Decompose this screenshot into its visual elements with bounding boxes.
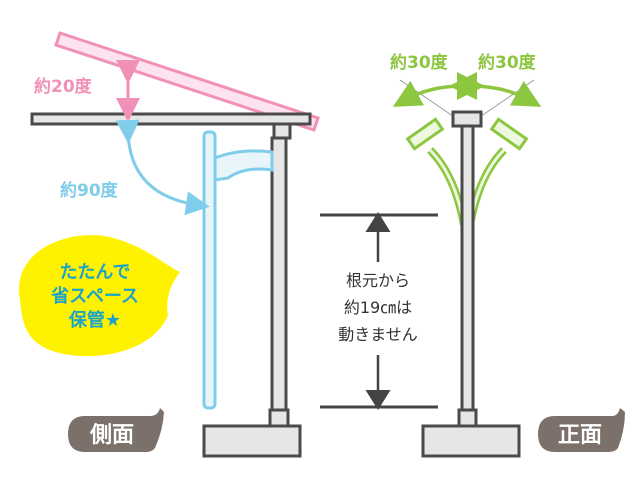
tilted-arm-pink	[54, 31, 320, 132]
front-angle-arrow-left	[392, 71, 478, 107]
front-view-label: 正面	[558, 423, 602, 448]
front-base	[421, 424, 521, 458]
front-view-badge: 正面	[538, 408, 625, 452]
measurement: 根元から 約19㎝は 動きません	[320, 212, 438, 410]
folded-arm-blue	[202, 130, 217, 410]
side-view-badge: 側面	[68, 408, 164, 452]
fold-angle-arrow	[115, 119, 210, 216]
green-head-left	[405, 117, 445, 151]
left-angle-label: 約30度	[390, 52, 449, 73]
callout-line1: たたんで	[59, 262, 130, 283]
callout-bubble: たたんで 省スペース 保管★	[19, 235, 180, 357]
tilt-angle-label: 約20度	[34, 76, 93, 97]
arm-joint	[272, 122, 292, 140]
callout-line2: 省スペース	[50, 285, 139, 307]
note-line1: 根元から	[346, 271, 410, 290]
side-view-lamp: 約20度 約90度	[30, 31, 320, 458]
green-head-right	[489, 117, 529, 151]
note-line2: 約19㎝は	[344, 298, 412, 317]
horizontal-arm	[30, 112, 312, 126]
folded-arm-connector	[213, 149, 274, 182]
side-view-label: 側面	[89, 423, 134, 448]
front-cap	[451, 110, 483, 128]
front-post	[460, 124, 475, 418]
fold-angle-label: 約90度	[60, 180, 119, 201]
right-angle-label: 約30度	[478, 52, 537, 73]
note-line3: 動きません	[338, 325, 418, 344]
green-arm-right	[466, 147, 507, 226]
front-view-lamp: 約30度 約30度	[390, 52, 542, 458]
front-post-foot	[457, 408, 478, 428]
front-angle-arrow-right	[456, 71, 542, 107]
side-post-foot	[268, 408, 290, 428]
side-base	[202, 424, 302, 458]
side-post	[270, 136, 288, 420]
callout-line3: 保管★	[68, 309, 121, 331]
